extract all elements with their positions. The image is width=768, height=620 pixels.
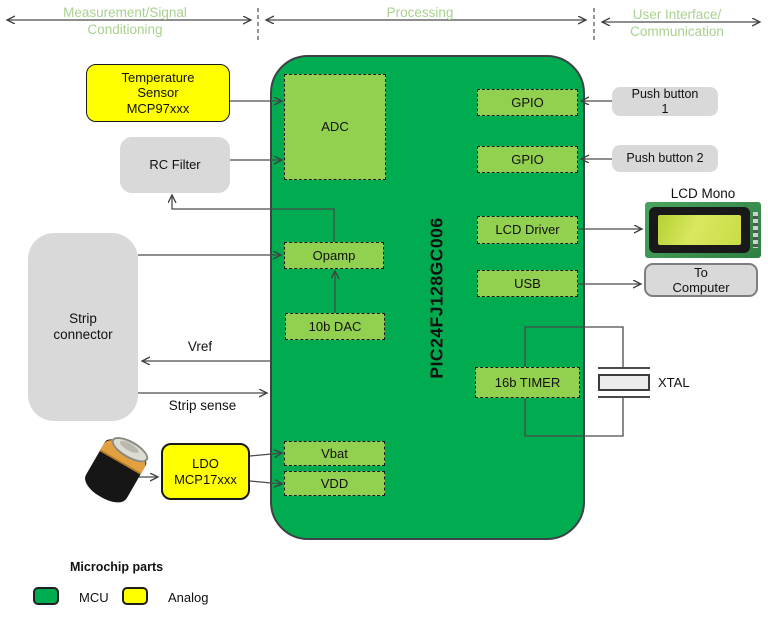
strip-sense-label: Strip sense bbox=[168, 398, 237, 413]
timer-block: 16b TIMER bbox=[475, 367, 580, 398]
usb-block: USB bbox=[477, 270, 578, 297]
header-section-ui: User Interface/ Communication bbox=[630, 7, 724, 39]
legend-mcu-swatch bbox=[33, 587, 59, 605]
gpio1-block: GPIO bbox=[477, 89, 578, 116]
dac-block: 10b DAC bbox=[285, 313, 385, 340]
push-button-2-block: Push button 2 bbox=[612, 145, 718, 172]
to-computer-block: To Computer bbox=[644, 263, 758, 297]
lcd-mono-label: LCD Mono bbox=[670, 186, 736, 201]
strip-connector-block: Strip connector bbox=[28, 233, 138, 421]
legend-analog-label: Analog bbox=[168, 590, 209, 605]
vref-label: Vref bbox=[187, 339, 213, 354]
adc-block: ADC bbox=[284, 74, 386, 180]
battery-icon bbox=[80, 430, 153, 509]
lcd-bezel bbox=[649, 207, 750, 253]
ldo-block: LDO MCP17xxx bbox=[161, 443, 250, 500]
rc-filter-block: RC Filter bbox=[120, 137, 230, 193]
legend-analog-swatch bbox=[122, 587, 148, 605]
header-section-measurement: Measurement/Signal Conditioning bbox=[63, 5, 187, 37]
header-section-processing: Processing bbox=[386, 5, 454, 20]
vdd-block: VDD bbox=[284, 471, 385, 496]
lcd-driver-block: LCD Driver bbox=[477, 216, 578, 244]
opamp-block: Opamp bbox=[284, 242, 384, 269]
xtal-label: XTAL bbox=[658, 375, 690, 390]
legend-title: Microchip parts bbox=[70, 560, 164, 574]
vbat-block: Vbat bbox=[284, 441, 385, 466]
legend-mcu-label: MCU bbox=[79, 590, 109, 605]
temperature-sensor-block: Temperature Sensor MCP97xxx bbox=[86, 64, 230, 122]
lcd-pins bbox=[753, 212, 758, 248]
mcu-name-label: PIC24FJ128GC006 bbox=[426, 217, 447, 379]
gpio2-block: GPIO bbox=[477, 146, 578, 173]
lcd-mono-image bbox=[645, 202, 761, 258]
push-button-1-block: Push button 1 bbox=[612, 87, 718, 116]
lcd-screen bbox=[658, 215, 741, 245]
